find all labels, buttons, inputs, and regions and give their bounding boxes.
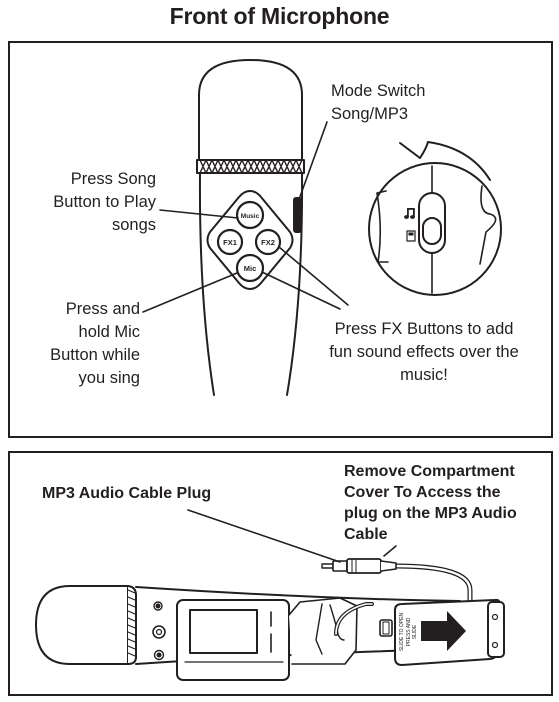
fx1-button[interactable]: [216, 228, 244, 256]
front-panel: [8, 41, 553, 438]
lcd-screen: [189, 609, 258, 654]
music-button[interactable]: [235, 200, 265, 230]
mode-switch: [293, 197, 302, 233]
mode-switch-closeup: [368, 141, 502, 296]
press-song-label: Press Song Button to Play songs: [53, 170, 156, 234]
mp3-card-icon: [406, 230, 416, 242]
fx2-button[interactable]: [254, 228, 282, 256]
front-leader-lines: [142, 121, 349, 313]
mic-button[interactable]: [235, 253, 265, 283]
mode-switch-knob: [422, 217, 442, 245]
page-title: Front of Microphone: [169, 3, 390, 29]
fx2-button-label: FX2: [261, 238, 275, 247]
cover-text-line-1: SLIDE TO OPEN: [399, 613, 405, 652]
microphone-back: [35, 585, 461, 681]
microphone-front: [196, 59, 305, 396]
microphone-back-head: [35, 585, 129, 665]
back-panel: [8, 451, 553, 696]
cover-text-line-2: PRESS AND: [406, 617, 412, 646]
remove-cover-label: Remove Compartment Cover To Access the p…: [344, 463, 517, 543]
music-button-label: Music: [241, 213, 260, 220]
cover-text-line-3: SLIDE: [412, 624, 418, 639]
press-fx-label: Press FX Buttons to add fun sound effect…: [329, 320, 519, 384]
music-note-icon: [404, 208, 415, 219]
slide-arrow-icon: [421, 611, 466, 651]
cable-plug-label: MP3 Audio Cable Plug: [42, 485, 212, 502]
mode-switch-label: Mode Switch Song/MP3: [331, 82, 426, 123]
mic-button-label: Mic: [244, 264, 257, 273]
mp3-audio-cable: [321, 558, 473, 606]
press-mic-label: Press and hold Mic Button while you sing: [50, 300, 140, 387]
button-diamond: [206, 190, 294, 290]
microphone-head: [198, 59, 303, 161]
fx1-button-label: FX1: [223, 238, 237, 247]
back-leader-lines: [187, 509, 397, 563]
